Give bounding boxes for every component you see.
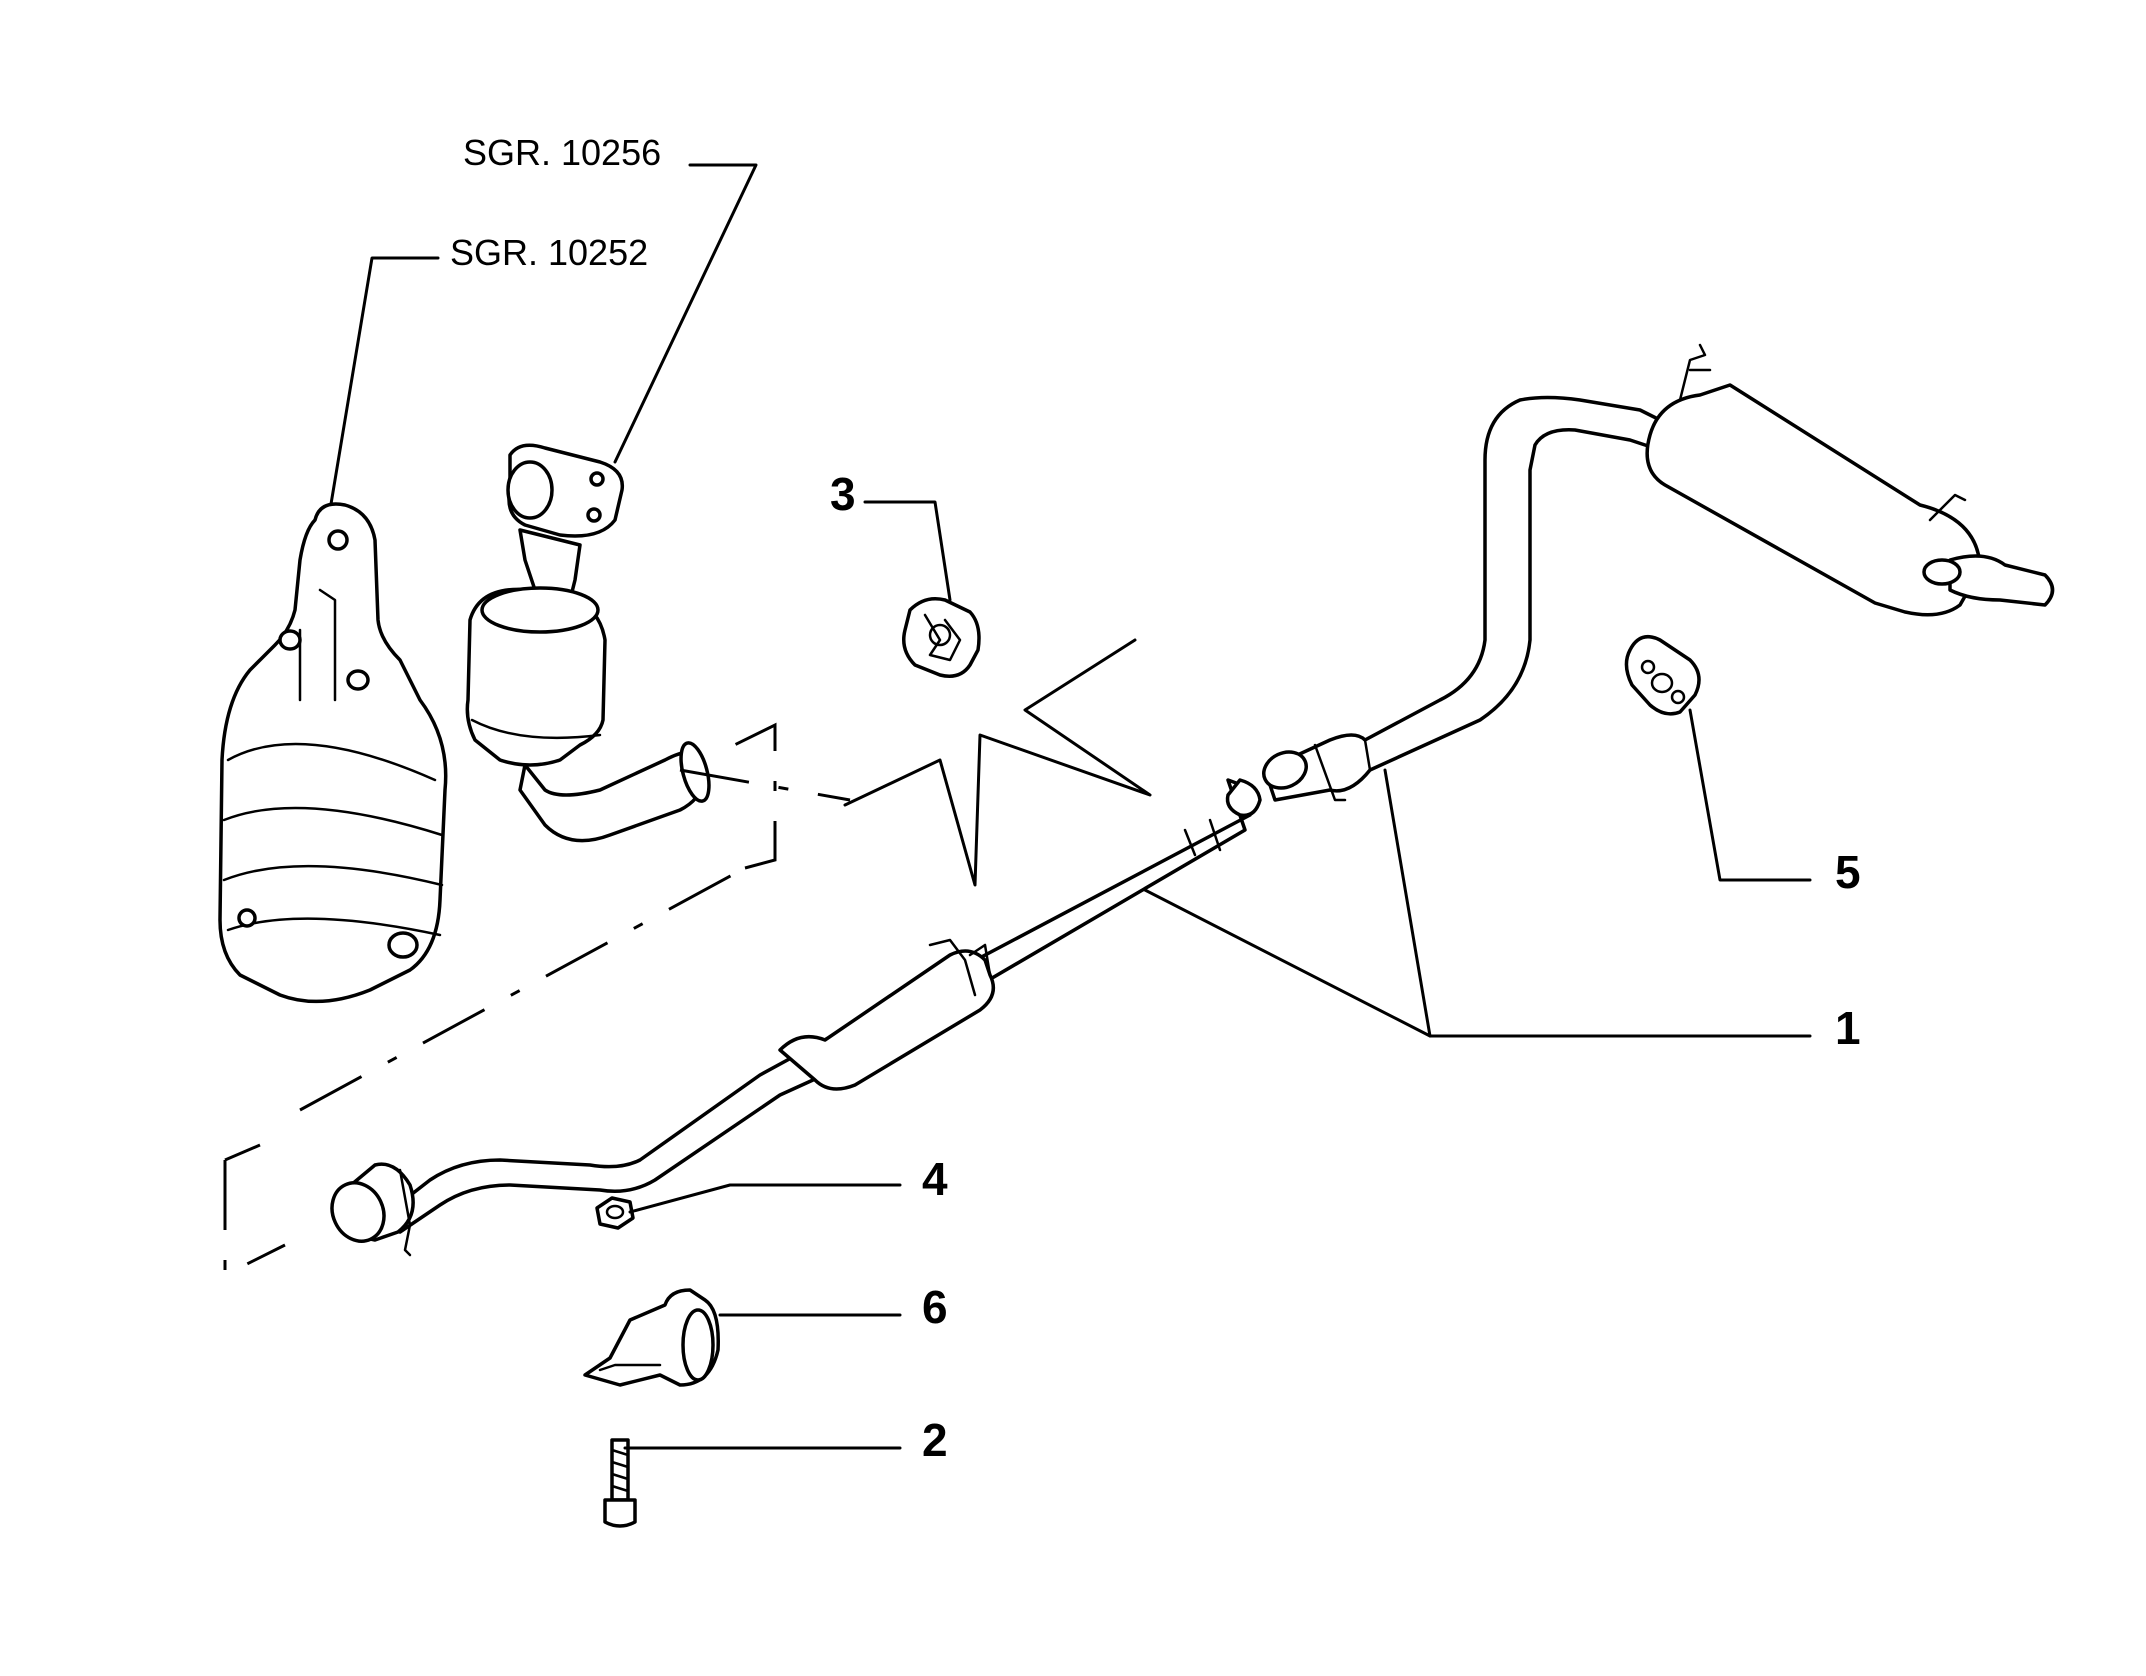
part-2-bolt (603, 1438, 637, 1528)
leader-line-sgr-10256 (613, 163, 758, 464)
part-3-rubber-mount (902, 597, 981, 678)
rear-exhaust-pipe-and-muffler (1262, 343, 2055, 802)
callout-number-3[interactable]: 3 (830, 468, 856, 520)
leader-line-1-branch (1143, 888, 1432, 1038)
leader-line-3 (863, 500, 952, 602)
phantom-outline (223, 722, 851, 1278)
callout-number-4[interactable]: 4 (922, 1153, 948, 1205)
callout-number-6[interactable]: 6 (922, 1281, 948, 1333)
callout-number-5[interactable]: 5 (1835, 846, 1861, 898)
pipe-break-symbol (843, 638, 1152, 887)
leader-line-5 (1688, 708, 1812, 882)
leader-line-4 (628, 1183, 902, 1214)
part-4-nut (595, 1196, 635, 1230)
leader-line-sgr-10252 (328, 256, 440, 512)
front-exhaust-pipe (330, 778, 1262, 1257)
reference-label-sgr-10252[interactable]: SGR. 10252 (450, 232, 648, 273)
reference-label-sgr-10256[interactable]: SGR. 10256 (463, 132, 661, 173)
callout-number-2[interactable]: 2 (922, 1414, 948, 1466)
catalytic-heat-shield (218, 502, 448, 1004)
part-6-clamp (583, 1288, 720, 1387)
catalytic-converter-manifold (465, 443, 711, 843)
callout-number-1[interactable]: 1 (1835, 1002, 1861, 1054)
leader-line-1 (1383, 768, 1812, 1038)
part-5-rubber-mount (1624, 634, 1701, 716)
